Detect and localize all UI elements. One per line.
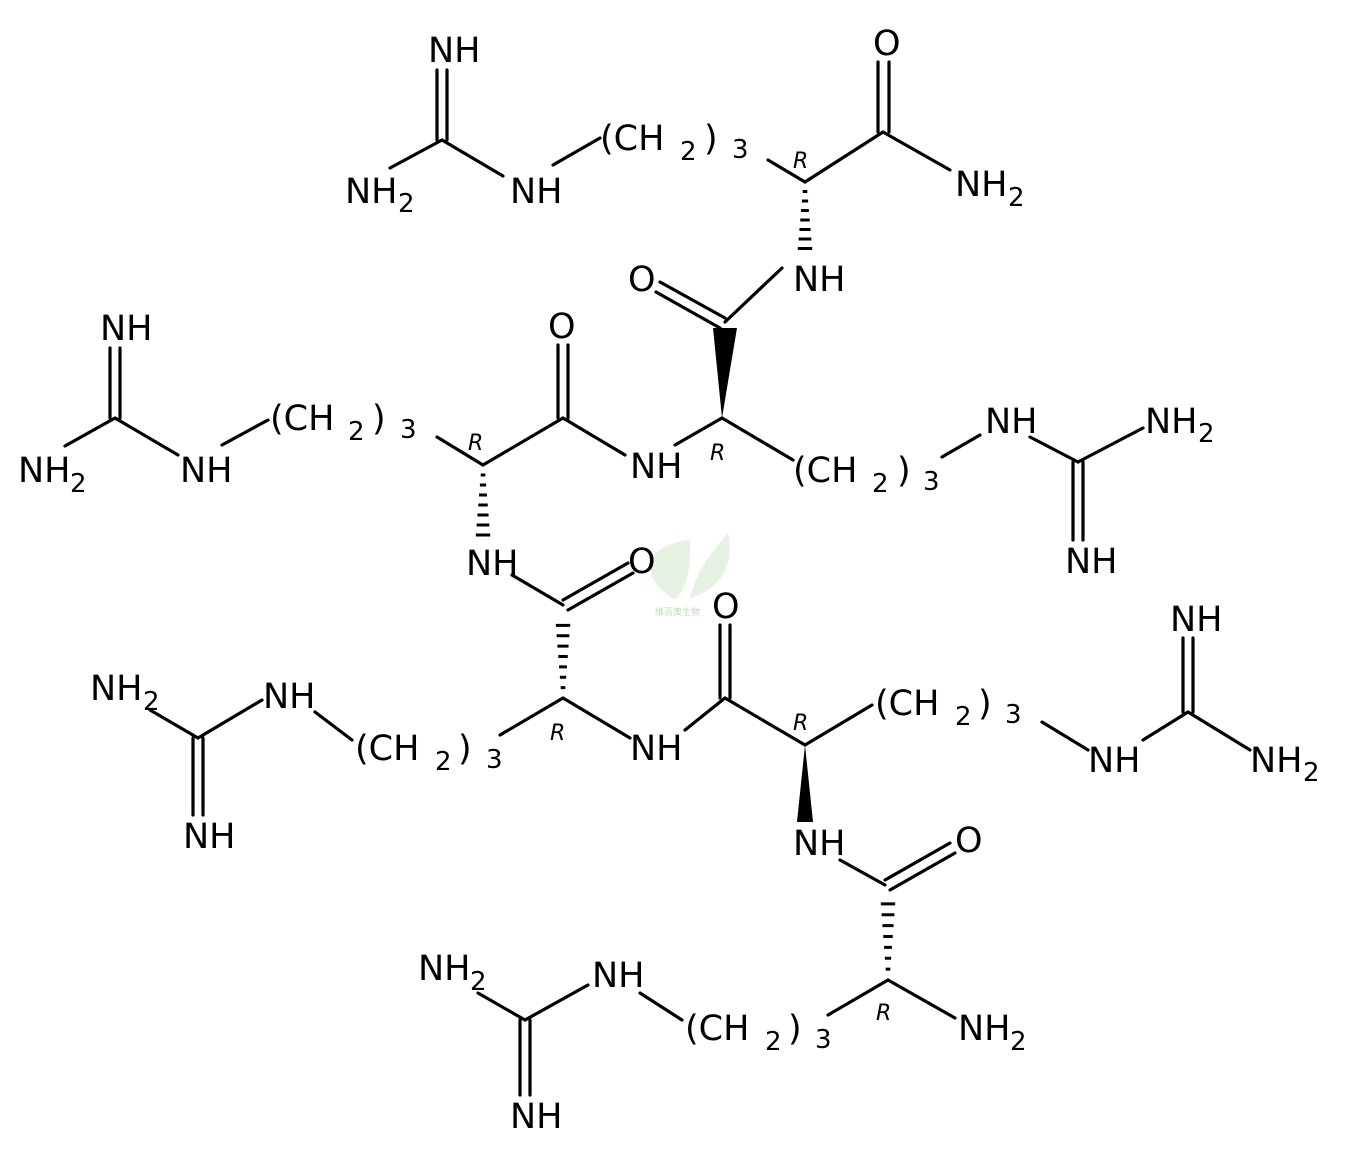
carbonyl-o-label: O: [873, 24, 901, 64]
amino-subscript: 2: [398, 189, 415, 219]
methylene-close-label: ): [978, 684, 992, 724]
methylene-subscript: 2: [348, 417, 365, 447]
hash-bonds: [475, 190, 896, 971]
stereo-r-label: R: [793, 149, 808, 174]
methylene-subscript: 2: [765, 1027, 782, 1057]
amide-nh-label: NH: [466, 544, 519, 584]
methylene-open-label: (CH: [355, 729, 419, 769]
amino-nh2-label: NH: [345, 172, 398, 212]
methylene-count-label: 3: [400, 415, 417, 445]
amino-nh2-label: NH: [18, 451, 71, 491]
methylene-subscript: 2: [872, 469, 889, 499]
amino-nh2-label: NH: [418, 949, 471, 989]
bonds: [63, 60, 1252, 1097]
amino-nh2-label: NH: [90, 669, 143, 709]
stereo-r-label: R: [876, 1001, 891, 1026]
methylene-close-label: ): [704, 119, 718, 159]
methylene-close-label: ): [458, 729, 472, 769]
guanidino-nh-label: NH: [985, 402, 1038, 442]
methylene-open-label: (CH: [600, 119, 664, 159]
amide-nh2-label: NH: [955, 165, 1008, 205]
amino-subscript: 2: [70, 469, 87, 499]
methylene-subscript: 2: [680, 137, 697, 167]
amino-nh2-label: NH: [958, 1009, 1011, 1049]
amide-nh-label: NH: [793, 260, 846, 300]
carbonyl-o-label: O: [628, 542, 656, 582]
amino-subscript: 2: [1198, 419, 1215, 449]
methylene-close-label: ): [372, 399, 386, 439]
methylene-count-label: 3: [1005, 700, 1022, 730]
methylene-open-label: (CH: [875, 684, 939, 724]
methylene-open-label: (CH: [270, 399, 334, 439]
imine-nh-label: NH: [183, 817, 236, 857]
stereo-r-label: R: [468, 431, 483, 456]
amino-nh2-label: NH: [1145, 402, 1198, 442]
imine-nh-label: NH: [1170, 600, 1223, 640]
methylene-close-label: ): [897, 451, 911, 491]
imine-nh-label: NH: [428, 31, 481, 71]
methylene-close-label: ): [788, 1009, 802, 1049]
amino-subscript: 2: [1010, 1027, 1027, 1057]
watermark-logo: 维百奥生物: [650, 532, 730, 618]
guanidino-nh-label: NH: [592, 956, 645, 996]
wedge-bonds: [713, 328, 813, 822]
imine-nh-label: NH: [1065, 542, 1118, 582]
imine-nh-label: NH: [510, 1097, 563, 1137]
carbonyl-o-label: O: [548, 307, 576, 347]
amide-nh-label: NH: [793, 824, 846, 864]
atom-labels: NH NH 2 NH (CH 2 ) 3 R O NH 2 NH O R (CH…: [18, 24, 1320, 1137]
watermark-text: 维百奥生物: [655, 606, 700, 618]
amino-subscript: 2: [470, 967, 487, 997]
imine-nh-label: NH: [100, 309, 153, 349]
methylene-count-label: 3: [923, 467, 940, 497]
carbonyl-o-label: O: [955, 821, 983, 861]
amino-nh2-label: NH: [1250, 741, 1303, 781]
guanidino-nh-label: NH: [263, 677, 316, 717]
stereo-r-label: R: [550, 721, 565, 746]
amino-subscript: 2: [143, 687, 160, 717]
methylene-open-label: (CH: [685, 1009, 749, 1049]
methylene-count-label: 3: [815, 1025, 832, 1055]
stereo-r-label: R: [793, 711, 808, 736]
carbonyl-o-label: O: [712, 587, 740, 627]
amino-subscript: 2: [1303, 758, 1320, 788]
methylene-subscript: 2: [435, 747, 452, 777]
methylene-subscript: 2: [955, 702, 972, 732]
stereo-r-label: R: [710, 441, 725, 466]
guanidino-nh-label: NH: [1088, 741, 1141, 781]
amide-subscript: 2: [1008, 183, 1025, 213]
carbonyl-o-label: O: [628, 260, 656, 300]
amide-nh-label: NH: [630, 729, 683, 769]
guanidino-nh-label: NH: [510, 172, 563, 212]
methylene-count-label: 3: [732, 135, 749, 165]
amide-nh-label: NH: [630, 447, 683, 487]
methylene-open-label: (CH: [793, 451, 857, 491]
guanidino-nh-label: NH: [180, 451, 233, 491]
methylene-count-label: 3: [486, 745, 503, 775]
